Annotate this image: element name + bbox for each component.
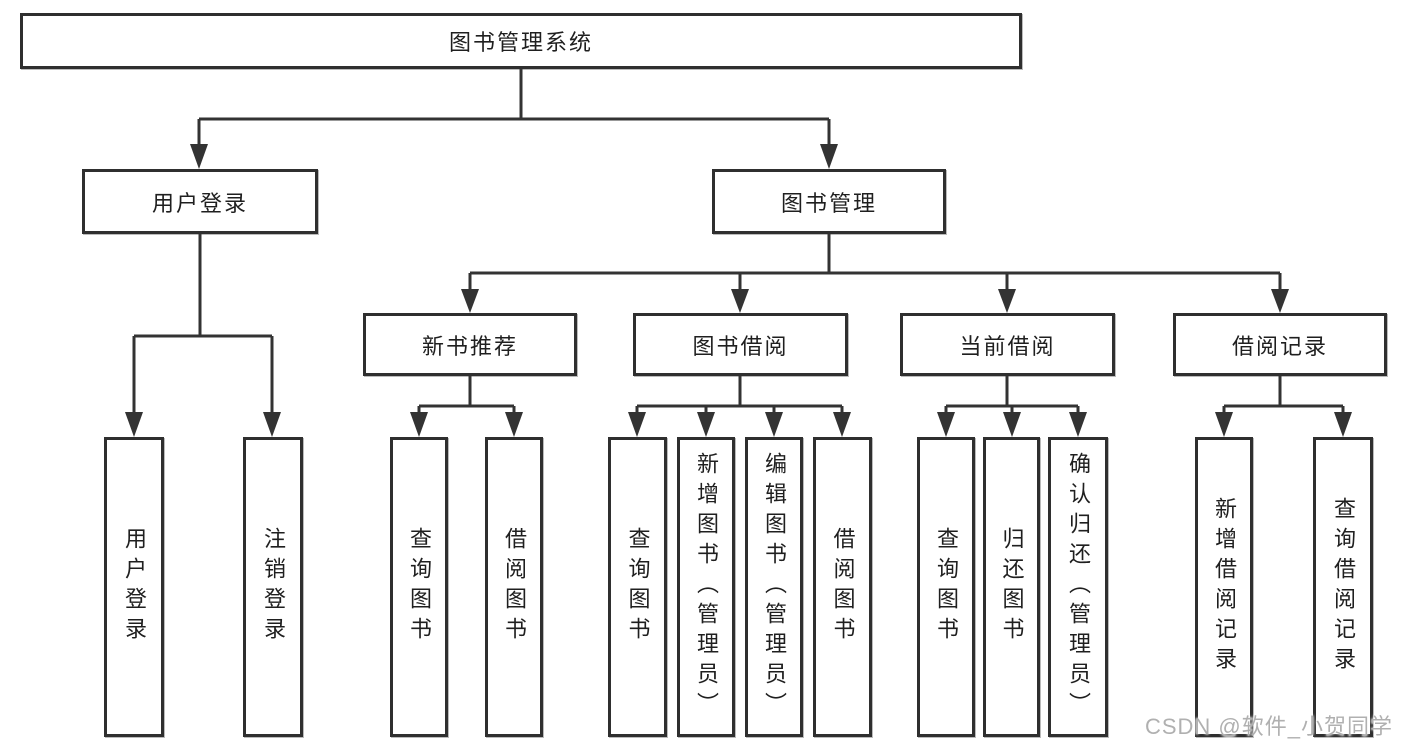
node-root-system: 图书管理系统 bbox=[20, 13, 1022, 69]
node-current-borrow: 当前借阅 bbox=[900, 313, 1115, 376]
node-book-borrow: 图书借阅 bbox=[633, 313, 848, 376]
node-user-login-branch: 用户登录 bbox=[82, 169, 318, 234]
leaf-add-borrow-record: 新增借阅记录 bbox=[1195, 437, 1253, 737]
node-book-management-branch: 图书管理 bbox=[712, 169, 946, 234]
leaf-user-login: 用户登录 bbox=[104, 437, 164, 737]
connector-userlogin-to-leaves bbox=[125, 234, 281, 437]
connector-records-to-leaves bbox=[1215, 376, 1352, 437]
connector-newbook-to-leaves bbox=[410, 376, 523, 437]
leaf-query-books-current: 查询图书 bbox=[917, 437, 975, 737]
node-borrow-records: 借阅记录 bbox=[1173, 313, 1387, 376]
leaf-query-borrow-record: 查询借阅记录 bbox=[1313, 437, 1373, 737]
leaf-query-books-recommend: 查询图书 bbox=[390, 437, 448, 737]
connector-current-to-leaves bbox=[937, 376, 1087, 437]
connector-root-to-level2 bbox=[190, 69, 838, 169]
leaf-return-books: 归还图书 bbox=[983, 437, 1040, 737]
leaf-logout: 注销登录 bbox=[243, 437, 303, 737]
leaf-add-books-admin: 新增图书（管理员） bbox=[677, 437, 735, 737]
leaf-borrow-books: 借阅图书 bbox=[813, 437, 872, 737]
leaf-query-books-borrow: 查询图书 bbox=[608, 437, 667, 737]
leaf-edit-books-admin: 编辑图书（管理员） bbox=[745, 437, 803, 737]
node-new-book-recommend: 新书推荐 bbox=[363, 313, 577, 376]
connector-borrow-to-leaves bbox=[628, 376, 851, 437]
leaf-borrow-books-recommend: 借阅图书 bbox=[485, 437, 543, 737]
leaf-confirm-return-admin: 确认归还（管理员） bbox=[1048, 437, 1108, 737]
csdn-watermark: CSDN @软件_小贺同学 bbox=[1144, 714, 1393, 739]
connector-bookmgmt-to-level3 bbox=[461, 234, 1289, 313]
